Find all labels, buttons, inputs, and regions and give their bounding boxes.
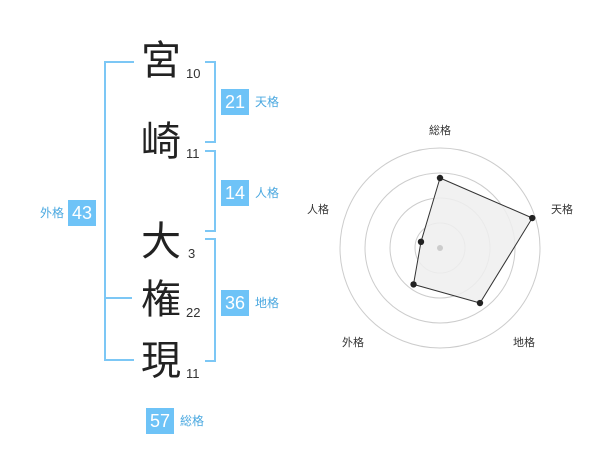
radar-point-3 — [476, 299, 484, 307]
chikaku-value-badge: 36 — [221, 290, 250, 316]
radar-point-5 — [417, 238, 425, 246]
axis-label-tenkaku: 天格 — [551, 202, 573, 216]
jinkaku-bracket — [205, 150, 216, 232]
stroke-count-3: 3 — [188, 246, 196, 261]
axis-label-soukaku: 総格 — [429, 123, 451, 137]
axis-label-chikaku: 地格 — [513, 335, 535, 349]
chikaku-label: 地格 — [255, 296, 280, 310]
name-char-2: 崎 — [141, 119, 181, 165]
stroke-count-5: 11 — [186, 366, 200, 381]
axis-label-gaikaku: 外格 — [342, 335, 364, 349]
stroke-count-2: 11 — [186, 146, 200, 161]
stroke-count-1: 10 — [186, 66, 201, 81]
gaikaku-bracket-inner-tick — [104, 297, 132, 299]
stroke-count-4: 22 — [186, 305, 201, 320]
radar-point-4 — [410, 281, 417, 288]
gaikaku-label: 外格 — [40, 206, 65, 220]
tenkaku-value-badge: 21 — [221, 89, 250, 115]
name-char-4: 権 — [141, 277, 181, 323]
name-char-5: 現 — [141, 338, 181, 384]
tenkaku-bracket — [205, 61, 216, 143]
axis-label-jinkaku: 人格 — [307, 202, 329, 216]
jinkaku-label: 人格 — [255, 186, 280, 200]
tenkaku-label: 天格 — [255, 95, 280, 109]
gaikaku-bracket — [104, 61, 134, 361]
radar-center — [437, 245, 443, 251]
soukaku-label: 総格 — [180, 414, 205, 428]
radar-point-1 — [436, 174, 444, 182]
chikaku-bracket — [205, 238, 216, 362]
radar-point-2 — [529, 214, 536, 222]
radar-ring — [364, 172, 516, 324]
name-char-1: 宮 — [141, 38, 181, 84]
fortune-radar-chart: 総格 天格 地格 外格 人格 — [307, 123, 573, 349]
name-char-3: 大 — [141, 219, 181, 265]
radar-area — [412, 177, 534, 304]
radar-ring — [339, 147, 541, 349]
gaikaku-value-badge: 43 — [68, 200, 97, 226]
soukaku-value-badge: 57 — [146, 408, 175, 434]
jinkaku-value-badge: 14 — [221, 180, 250, 206]
